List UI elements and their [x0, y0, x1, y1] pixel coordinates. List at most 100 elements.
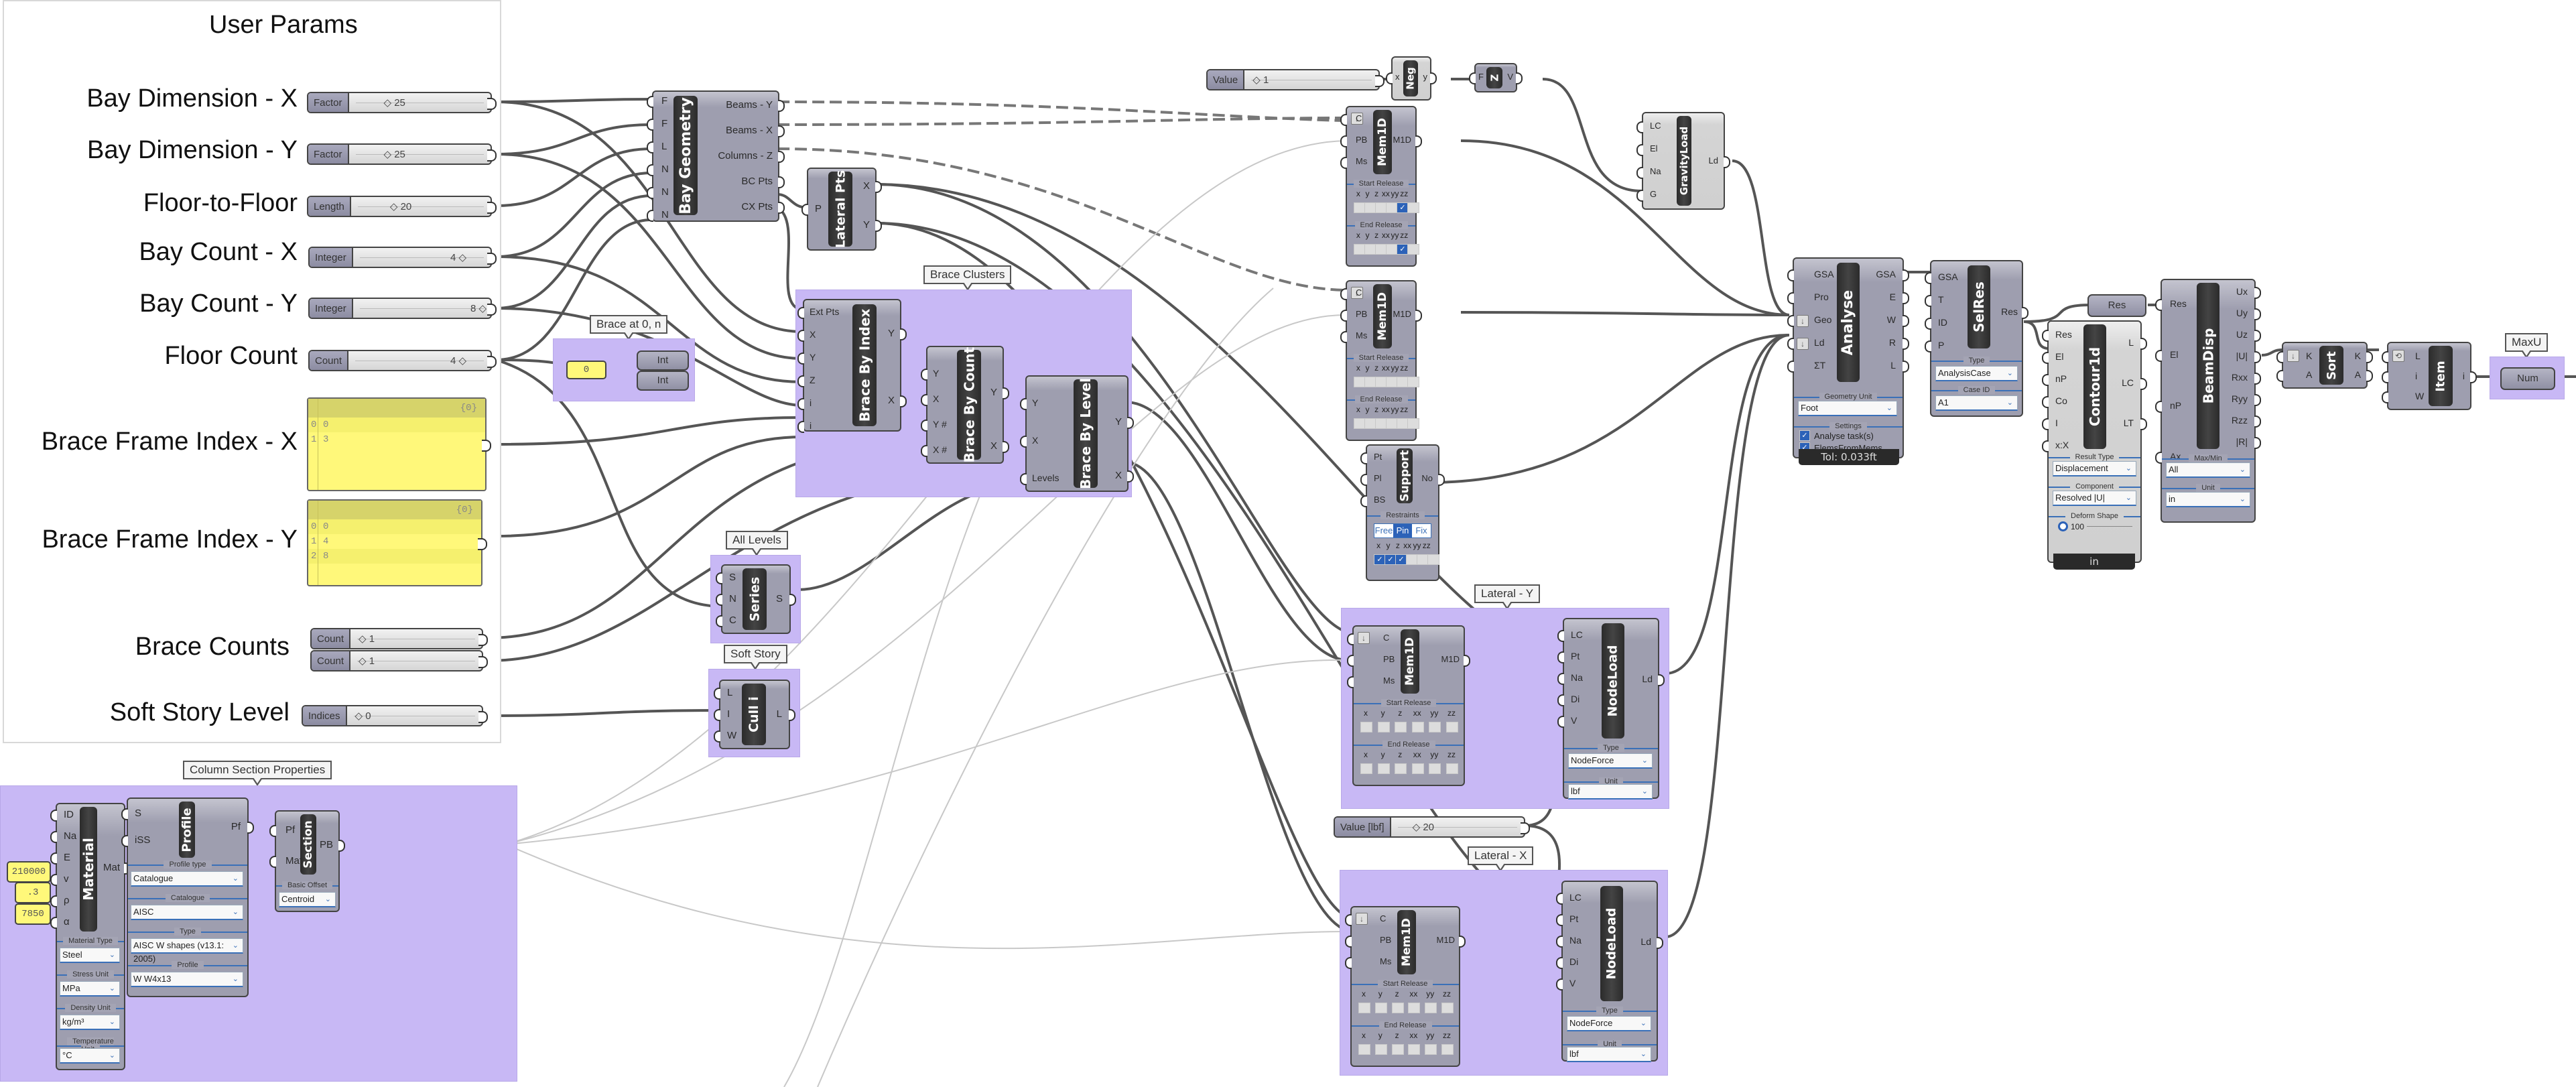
output-grip[interactable] — [2022, 307, 2028, 319]
input-grip[interactable] — [2276, 351, 2283, 363]
input-grip[interactable] — [1925, 295, 1931, 307]
checkbox[interactable] — [1377, 763, 1390, 774]
input-grip[interactable] — [1556, 957, 1563, 969]
input-grip[interactable] — [797, 375, 804, 387]
input-grip[interactable] — [1636, 167, 1643, 179]
slider-bay-count-x[interactable]: Integer 4 ◇ — [308, 247, 497, 268]
dropdown[interactable]: kg/m³⌄ — [60, 1015, 120, 1030]
checkbox[interactable] — [1374, 1044, 1387, 1055]
int-param-1[interactable]: Int — [637, 350, 689, 371]
input-grip[interactable] — [2155, 452, 2162, 464]
output-grip[interactable] — [487, 253, 497, 265]
input-grip[interactable] — [1360, 452, 1367, 464]
input-grip[interactable] — [1345, 957, 1352, 969]
input-grip[interactable] — [2155, 299, 2162, 311]
input-grip[interactable] — [1556, 914, 1563, 926]
input-grip[interactable] — [714, 730, 720, 743]
input-grip[interactable] — [2155, 401, 2162, 413]
input-grip[interactable] — [1787, 338, 1794, 350]
slider-knob-icon[interactable] — [2058, 521, 2068, 531]
output-grip[interactable] — [1903, 292, 1909, 304]
input-grip[interactable] — [1347, 633, 1354, 645]
output-grip[interactable] — [1903, 338, 1909, 350]
arrow-down-icon[interactable]: ↓ — [1356, 913, 1368, 925]
checkbox[interactable] — [1391, 1003, 1404, 1013]
input-grip[interactable] — [716, 572, 722, 584]
input-grip[interactable] — [1556, 978, 1563, 990]
checkbox[interactable] — [1374, 1003, 1387, 1013]
input-grip[interactable] — [1360, 474, 1367, 486]
input-grip[interactable] — [1340, 288, 1347, 300]
input-grip[interactable] — [1636, 121, 1643, 133]
output-grip[interactable] — [1657, 937, 1663, 949]
dropdown[interactable]: MPa⌄ — [60, 981, 120, 997]
checkbox[interactable] — [1411, 722, 1424, 732]
output-grip[interactable] — [1459, 936, 1466, 948]
input-grip[interactable] — [647, 96, 653, 108]
output-grip[interactable] — [2254, 373, 2261, 385]
input-grip[interactable] — [1340, 157, 1347, 169]
checkbox-checked[interactable]: ✓ — [1384, 554, 1397, 565]
arrow-down-icon[interactable]: ↓ — [1797, 315, 1809, 327]
slider-track[interactable]: 4 ◇ — [353, 248, 491, 267]
checkbox[interactable] — [1395, 763, 1407, 774]
input-grip[interactable] — [1925, 272, 1931, 284]
input-grip[interactable] — [1636, 190, 1643, 202]
input-grip[interactable] — [1787, 361, 1794, 373]
input-grip[interactable] — [921, 394, 927, 406]
dropdown[interactable]: Resolved |U|⌄ — [2053, 491, 2136, 506]
output-grip[interactable] — [478, 711, 488, 723]
output-grip[interactable] — [487, 356, 497, 368]
input-grip[interactable] — [1340, 331, 1347, 343]
material-e-value[interactable]: 210000 — [7, 861, 51, 883]
checkbox[interactable] — [1358, 1044, 1370, 1055]
input-grip[interactable] — [2382, 351, 2388, 363]
checkbox[interactable] — [1391, 1044, 1404, 1055]
output-grip[interactable] — [1430, 72, 1437, 84]
material-v-value[interactable]: .3 — [15, 882, 51, 903]
input-grip[interactable] — [1469, 72, 1476, 84]
output-grip[interactable] — [247, 822, 254, 834]
input-grip[interactable] — [1360, 495, 1367, 507]
dropdown[interactable]: Steel⌄ — [60, 948, 120, 963]
checkbox[interactable] — [1377, 722, 1390, 732]
dropdown[interactable]: °C⌄ — [60, 1048, 120, 1064]
checkbox[interactable] — [1395, 722, 1407, 732]
output-grip[interactable] — [789, 594, 796, 606]
output-grip[interactable] — [2140, 338, 2147, 350]
output-grip[interactable] — [778, 202, 785, 214]
input-grip[interactable] — [1340, 114, 1347, 126]
input-grip[interactable] — [921, 420, 927, 432]
slider-brace-count-2[interactable]: Count ◇ 1 — [310, 650, 488, 672]
input-grip[interactable] — [797, 307, 804, 319]
slider-track[interactable]: ◇ 25 — [349, 145, 491, 164]
input-grip[interactable] — [2042, 440, 2049, 452]
input-grip[interactable] — [797, 330, 804, 342]
input-grip[interactable] — [714, 709, 720, 721]
output-grip[interactable] — [1003, 387, 1009, 399]
checkbox[interactable] — [1441, 1003, 1454, 1013]
output-grip[interactable] — [1724, 156, 1730, 168]
output-grip[interactable] — [2366, 370, 2373, 382]
input-grip[interactable] — [647, 210, 653, 222]
arrow-down-icon[interactable]: ↓ — [2287, 350, 2299, 362]
output-grip[interactable] — [478, 538, 487, 550]
checkbox[interactable] — [1360, 763, 1372, 774]
dropdown[interactable]: AISC⌄ — [131, 905, 243, 920]
checkbox[interactable] — [1445, 763, 1458, 774]
checkbox[interactable] — [1429, 722, 1441, 732]
dropdown[interactable]: Foot⌄ — [1798, 401, 1897, 416]
input-grip[interactable] — [1347, 655, 1354, 667]
input-grip[interactable] — [269, 825, 276, 837]
